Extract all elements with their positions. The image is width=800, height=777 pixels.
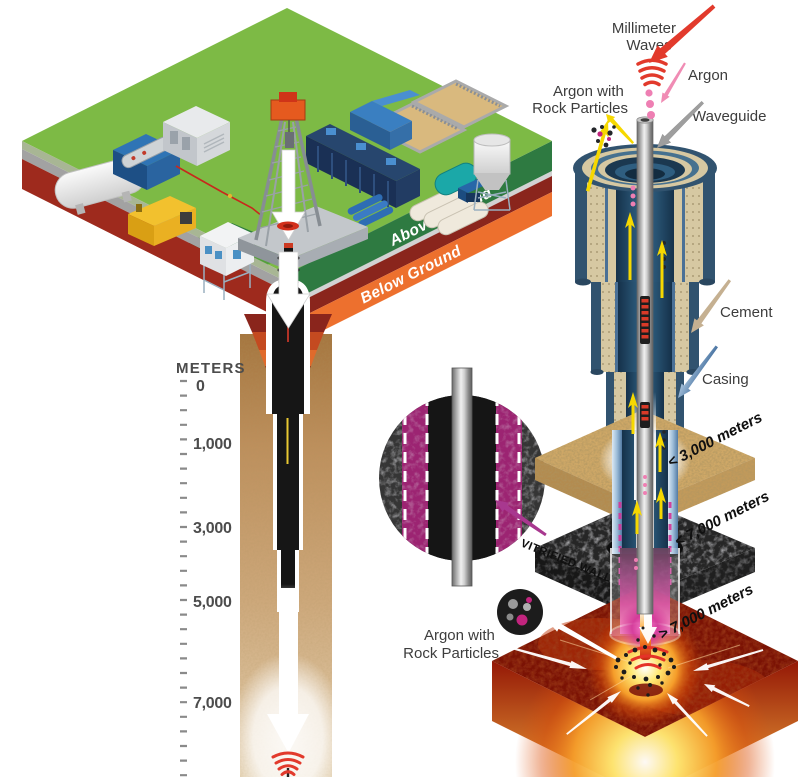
rock-particles <box>614 626 676 697</box>
bottom-arrow <box>267 714 309 753</box>
shaker-unit-icon <box>350 90 420 150</box>
wellbore-cutaway <box>492 116 798 777</box>
argon-label: Argon <box>688 67 728 84</box>
mark-5000: 5,000 <box>193 594 232 611</box>
impact-zone <box>507 626 765 739</box>
silo-icon <box>473 133 511 211</box>
depth-scale: METERS 0 1,000 3,000 5,000 7,000 <box>176 360 246 777</box>
borehole-down-arrow <box>266 251 311 329</box>
container-row-icon <box>306 124 420 208</box>
mark-3000: 3,000 <box>193 520 232 537</box>
argon-rock-top-label: Argon with Rock Particles <box>532 83 628 117</box>
casing-label: Casing <box>702 371 749 388</box>
mark-7000: 7,000 <box>193 695 232 712</box>
argon-ar row <box>657 60 689 106</box>
beam-down-arrow <box>639 595 657 644</box>
inset-waveguide-tube <box>451 367 473 587</box>
gyrotron-container-icon <box>113 134 180 190</box>
generator-truck-icon <box>128 196 196 246</box>
millimeter-wave-arcs-bottom <box>271 751 305 776</box>
argon-rock-bottom-label: Argon with Rock Particles <box>403 627 499 662</box>
left-borehole <box>267 414 309 777</box>
pipe-rack-icon <box>347 194 394 228</box>
waveguide-tube <box>636 116 654 615</box>
particle-circle-icon <box>497 589 543 635</box>
site-equipment <box>54 79 511 300</box>
drill-derrick <box>238 92 368 271</box>
power-cable <box>175 165 263 217</box>
tick-marks <box>180 379 187 777</box>
millimeter-wave-arcs-icon <box>636 58 668 87</box>
mark-1000: 1,000 <box>193 436 232 453</box>
depth-unit-label: METERS <box>176 360 246 377</box>
borehole-entrance <box>266 243 311 414</box>
flow-markers <box>585 120 667 570</box>
vitrified-wall-inset <box>379 367 545 587</box>
argon-dots-icon <box>645 89 655 119</box>
control-container-icon <box>163 106 230 166</box>
argon-up-arrows <box>585 120 667 534</box>
hot-rock-slab <box>492 585 798 777</box>
particle-cluster-icon <box>591 125 616 148</box>
mark-0: 0 <box>196 378 205 395</box>
waveguide-arrow <box>652 97 708 153</box>
cement-label: Cement <box>720 304 773 321</box>
waveguide-label: Waveguide <box>692 108 767 125</box>
